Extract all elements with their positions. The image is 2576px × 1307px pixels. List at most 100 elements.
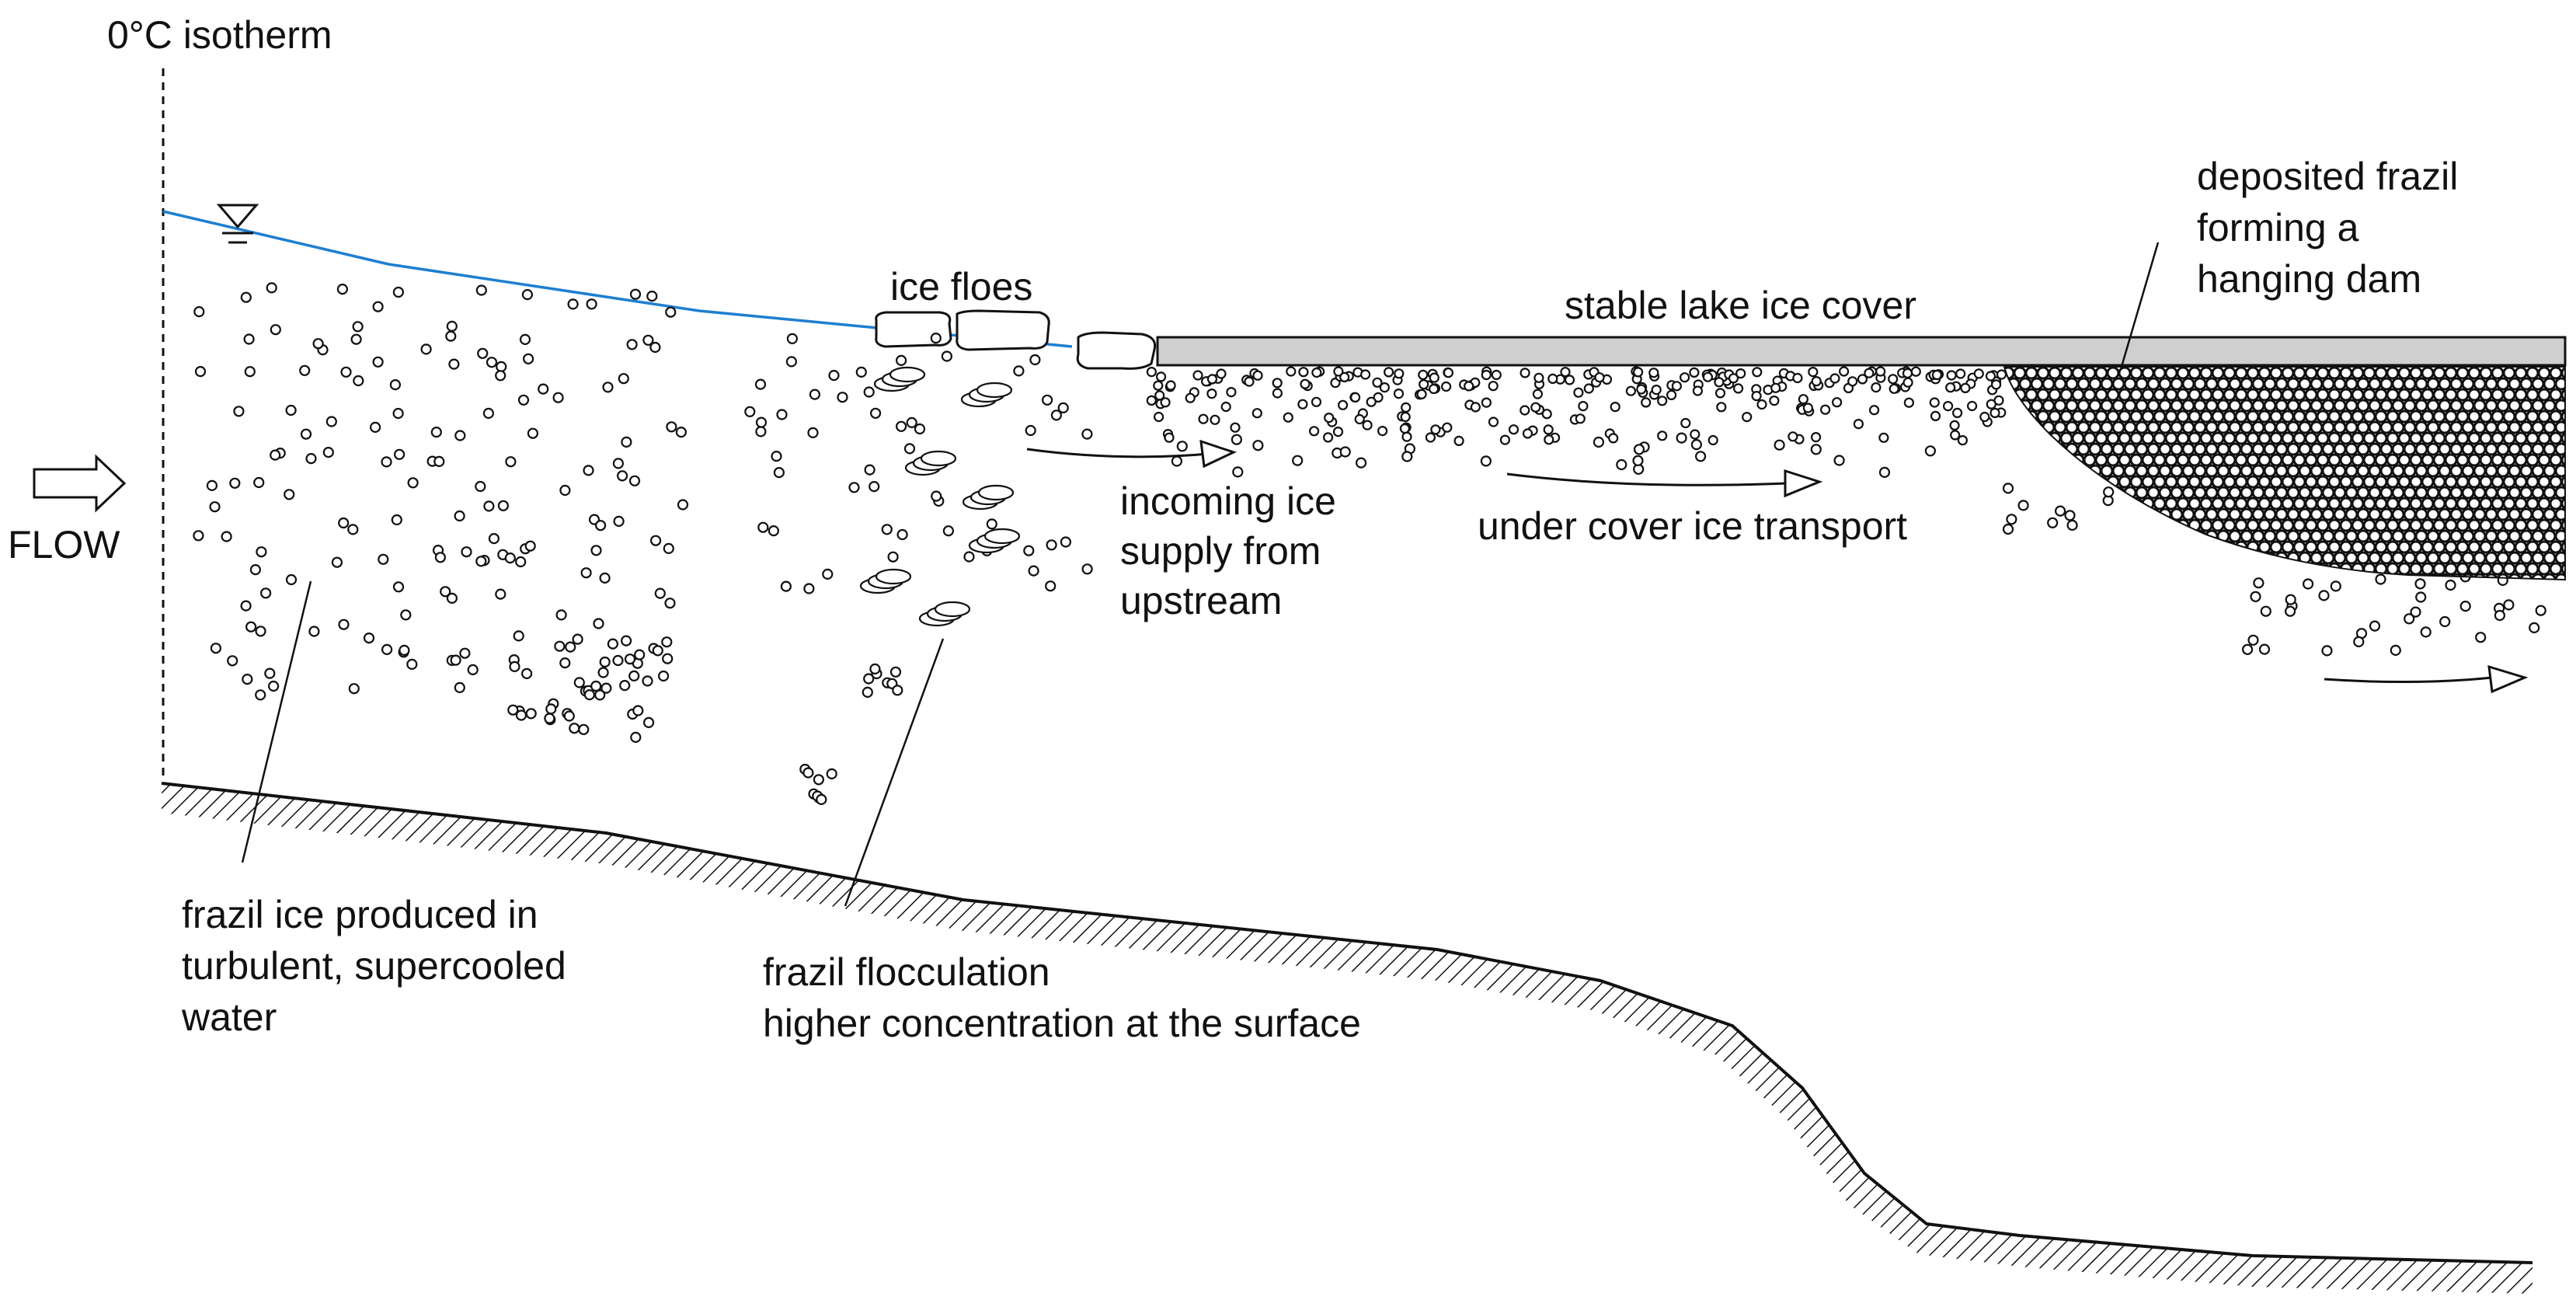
- dam-particle: [2316, 497, 2330, 511]
- dam-particle: [2094, 475, 2108, 489]
- frazil-particle: [662, 653, 674, 664]
- frazil-particles: [193, 282, 2546, 806]
- frazil-particle: [1702, 371, 1713, 382]
- dam-particle: [2333, 377, 2347, 391]
- dam-particle: [2560, 367, 2565, 380]
- dam-particle: [2327, 562, 2341, 576]
- frazil-particle: [1272, 388, 1283, 399]
- frazil-particle: [1216, 368, 1227, 379]
- frazil-particle: [2459, 600, 2471, 612]
- frazil-particle: [1949, 420, 1960, 431]
- dam-particle: [2018, 442, 2032, 456]
- frazil-particle: [495, 588, 506, 600]
- dam-particle: [2327, 497, 2341, 511]
- dam-particle: [2292, 540, 2306, 554]
- dam-particle: [2339, 388, 2353, 402]
- frazil-particle: [620, 635, 632, 647]
- frazil-particle: [657, 670, 670, 682]
- dam-particle: [2479, 518, 2493, 532]
- dam-particle: [2059, 475, 2073, 489]
- frazil-particle: [646, 291, 658, 302]
- dam-particle: [2473, 486, 2487, 500]
- frazil-particle: [446, 320, 458, 332]
- frazil-particle: [1399, 423, 1411, 434]
- dam-particle: [2004, 420, 2009, 434]
- frazil-particle: [1903, 397, 1914, 408]
- dam-particle: [2444, 540, 2458, 554]
- under-cover-transport-arrow-icon: [1506, 469, 1823, 498]
- frazil-particle: [1355, 457, 1367, 469]
- frazil-particle: [1046, 539, 1057, 551]
- dam-particle: [2449, 529, 2463, 543]
- dam-particle: [2118, 518, 2132, 532]
- dam-particle: [2333, 442, 2347, 456]
- dam-particle: [2444, 367, 2458, 380]
- dam-particle: [2286, 507, 2300, 521]
- dam-particle: [2286, 464, 2300, 478]
- frazil-particle: [1716, 402, 1727, 413]
- dam-particle: [2491, 388, 2505, 402]
- dam-particle: [2164, 562, 2178, 576]
- dam-particle: [2502, 497, 2516, 511]
- dam-particle: [2193, 377, 2207, 391]
- frazil-particle: [1464, 381, 1474, 392]
- frazil-particle: [1430, 424, 1441, 435]
- frazil-particle: [594, 689, 606, 701]
- dam-particle: [2537, 562, 2551, 576]
- dam-particle: [2036, 497, 2050, 511]
- dam-particle: [2421, 410, 2435, 423]
- frazil-particle: [1283, 412, 1293, 423]
- dam-particle: [2181, 486, 2195, 500]
- frazil-particle: [626, 339, 638, 350]
- frazil-particle: [862, 686, 873, 699]
- frazil-particle: [1185, 392, 1196, 403]
- dam-particle: [2403, 442, 2417, 456]
- dam-particle: [2397, 453, 2411, 467]
- dam-particle: [2461, 486, 2475, 500]
- dam-particle: [2432, 367, 2446, 380]
- dam-particle: [2004, 388, 2015, 402]
- dam-particle: [2310, 486, 2324, 500]
- dam-particle: [2496, 464, 2510, 478]
- dam-particle: [2310, 529, 2324, 543]
- dam-particle: [2444, 410, 2458, 423]
- dam-particle: [2449, 486, 2463, 500]
- dam-particle: [2176, 367, 2190, 380]
- dam-particle: [2146, 529, 2160, 543]
- frazil-particle: [2002, 523, 2014, 535]
- dam-particle: [2310, 377, 2324, 391]
- dam-particle: [2199, 540, 2213, 554]
- dam-particle: [2199, 497, 2213, 511]
- frazil-particle: [2375, 573, 2386, 585]
- dam-particle: [2374, 367, 2388, 380]
- frazil-particle: [1616, 458, 1627, 471]
- dam-particle: [2368, 377, 2382, 391]
- frazil-particle: [1633, 444, 1645, 455]
- dam-particle: [2146, 551, 2160, 565]
- frazil-particle: [1272, 378, 1283, 389]
- dam-particle: [2257, 453, 2271, 467]
- frazil-particle: [1878, 466, 1891, 479]
- dam-particle: [2158, 551, 2172, 565]
- dam-particle: [2449, 442, 2463, 456]
- frazil-particle: [515, 709, 527, 721]
- dam-particle: [2362, 475, 2376, 489]
- frazil-particle: [519, 333, 531, 345]
- frazil-particle: [509, 660, 520, 673]
- dam-particle: [2421, 562, 2435, 576]
- frazil-particle: [554, 640, 566, 652]
- frazil-particle: [642, 334, 654, 346]
- dam-particle: [2484, 486, 2498, 500]
- dam-particle: [2356, 442, 2370, 456]
- dam-particle: [2018, 551, 2032, 565]
- frazil-particle: [816, 793, 827, 806]
- frazil-particle: [1728, 373, 1739, 384]
- dam-particle: [2269, 410, 2283, 423]
- dam-particle: [2502, 562, 2516, 576]
- dam-particle: [2316, 367, 2330, 380]
- frazil-particle: [1770, 382, 1781, 393]
- frazil-particle: [1610, 401, 1620, 413]
- frazil-particle: [1632, 455, 1644, 466]
- dam-particle: [2223, 367, 2237, 380]
- dam-particle: [2240, 486, 2254, 500]
